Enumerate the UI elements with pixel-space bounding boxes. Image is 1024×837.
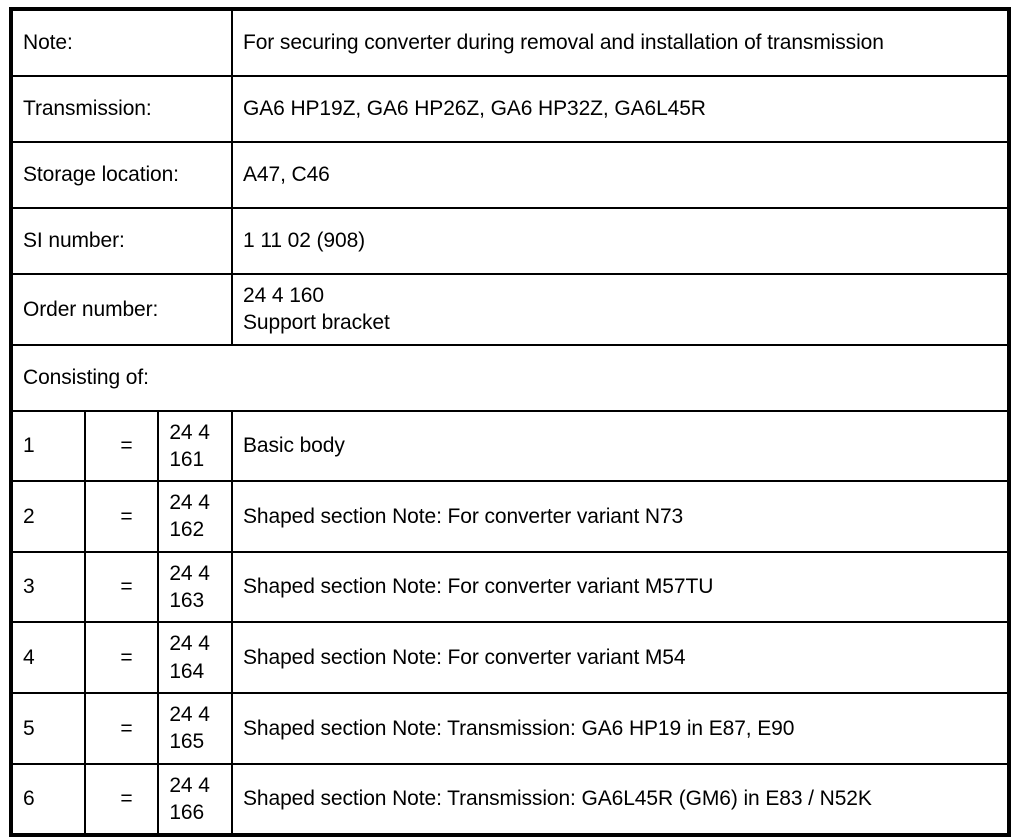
- part-equals-sign: =: [83, 691, 160, 765]
- table-row-order-number: Order number: 24 4 160 Support bracket: [10, 273, 1010, 346]
- document-page: Note: For securing converter during remo…: [9, 7, 1011, 837]
- part-number: 24 4 166: [157, 762, 233, 837]
- part-equals-sign: =: [83, 550, 160, 624]
- table-row: 5 = 24 4 165 Shaped section Note: Transm…: [10, 691, 1010, 765]
- part-equals-sign: =: [83, 480, 160, 553]
- part-equals-sign: =: [83, 621, 160, 694]
- part-index: 5: [10, 691, 86, 765]
- table-row-si-number: SI number: 1 11 02 (908): [10, 207, 1010, 275]
- table-row: 4 = 24 4 164 Shaped section Note: For co…: [10, 621, 1010, 694]
- part-description: Shaped section Note: For converter varia…: [231, 480, 1010, 553]
- part-number: 24 4 162: [157, 480, 233, 553]
- table-row-storage-location: Storage location: A47, C46: [10, 141, 1010, 209]
- consisting-of-label: Consisting of:: [10, 343, 1010, 412]
- table-row-transmission: Transmission: GA6 HP19Z, GA6 HP26Z, GA6 …: [10, 75, 1010, 143]
- table-body: Note: For securing converter during remo…: [10, 8, 1010, 837]
- table-row: 3 = 24 4 163 Shaped section Note: For co…: [10, 550, 1010, 624]
- part-number: 24 4 163: [157, 550, 233, 624]
- part-description: Shaped section Note: For converter varia…: [231, 550, 1010, 624]
- part-description: Shaped section Note: Transmission: GA6 H…: [231, 691, 1010, 765]
- row-label-si-number: SI number:: [10, 207, 233, 275]
- part-number: 24 4 164: [157, 621, 233, 694]
- row-value-note: For securing converter during removal an…: [231, 8, 1010, 77]
- part-index: 6: [10, 762, 86, 837]
- row-value-storage-location: A47, C46: [231, 141, 1010, 209]
- row-label-storage-location: Storage location:: [10, 141, 233, 209]
- row-value-transmission: GA6 HP19Z, GA6 HP26Z, GA6 HP32Z, GA6L45R: [231, 75, 1010, 143]
- row-label-transmission: Transmission:: [10, 75, 233, 143]
- part-equals-sign: =: [83, 409, 160, 483]
- part-equals-sign: =: [83, 762, 160, 837]
- part-number: 24 4 161: [157, 409, 233, 483]
- part-index: 3: [10, 550, 86, 624]
- part-index: 4: [10, 621, 86, 694]
- part-description: Shaped section Note: Transmission: GA6L4…: [231, 762, 1010, 837]
- part-index: 2: [10, 480, 86, 553]
- part-number: 24 4 165: [157, 691, 233, 765]
- part-index: 1: [10, 409, 86, 483]
- table-row-note: Note: For securing converter during remo…: [10, 8, 1010, 77]
- part-description: Basic body: [231, 409, 1010, 483]
- row-value-order-number: 24 4 160 Support bracket: [231, 273, 1010, 346]
- table-row: 2 = 24 4 162 Shaped section Note: For co…: [10, 480, 1010, 553]
- part-description: Shaped section Note: For converter varia…: [231, 621, 1010, 694]
- row-label-note: Note:: [10, 8, 233, 77]
- special-tool-spec-table: Note: For securing converter during remo…: [9, 7, 1011, 837]
- row-label-order-number: Order number:: [10, 273, 233, 346]
- row-value-si-number: 1 11 02 (908): [231, 207, 1010, 275]
- table-row: 1 = 24 4 161 Basic body: [10, 409, 1010, 483]
- table-row: 6 = 24 4 166 Shaped section Note: Transm…: [10, 762, 1010, 837]
- table-row-consisting-of: Consisting of:: [10, 343, 1010, 412]
